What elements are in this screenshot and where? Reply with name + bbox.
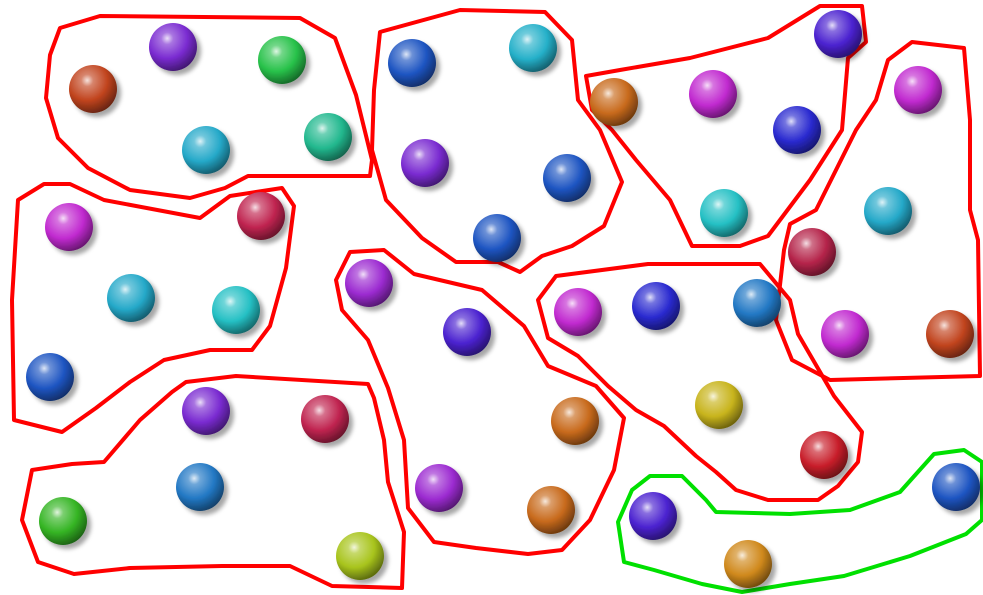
group-7-ball-2 bbox=[632, 282, 680, 330]
group-9-ball-1 bbox=[629, 492, 677, 540]
group-5-ball-2 bbox=[237, 192, 285, 240]
group-4-ball-5 bbox=[926, 310, 974, 358]
group-6-ball-4 bbox=[415, 464, 463, 512]
group-7-ball-4 bbox=[695, 381, 743, 429]
group-5-ball-4 bbox=[212, 286, 260, 334]
group-8-ball-2 bbox=[301, 395, 349, 443]
group-9-ball-3 bbox=[932, 463, 980, 511]
group-1-ball-1 bbox=[69, 65, 117, 113]
group-5-ball-1 bbox=[45, 203, 93, 251]
group-4-ball-4 bbox=[821, 310, 869, 358]
group-8-ball-5 bbox=[336, 532, 384, 580]
group-7-ball-1 bbox=[554, 288, 602, 336]
group-1-ball-4 bbox=[182, 126, 230, 174]
group-6-ball-1 bbox=[345, 259, 393, 307]
group-1-ball-2 bbox=[149, 23, 197, 71]
group-2-ball-4 bbox=[543, 154, 591, 202]
group-3-ball-3 bbox=[773, 106, 821, 154]
group-2-ball-5 bbox=[473, 214, 521, 262]
group-3-ball-1 bbox=[590, 78, 638, 126]
group-3-ball-4 bbox=[814, 10, 862, 58]
group-2-ball-1 bbox=[388, 39, 436, 87]
group-2-ball-2 bbox=[509, 24, 557, 72]
group-3-ball-5 bbox=[700, 189, 748, 237]
group-1-ball-5 bbox=[304, 113, 352, 161]
group-4-ball-1 bbox=[894, 66, 942, 114]
group-9-ball-2 bbox=[724, 540, 772, 588]
group-8-ball-3 bbox=[176, 463, 224, 511]
group-2-ball-3 bbox=[401, 139, 449, 187]
group-8-ball-4 bbox=[39, 497, 87, 545]
group-3-ball-2 bbox=[689, 70, 737, 118]
group-7-ball-5 bbox=[800, 431, 848, 479]
group-4-ball-2 bbox=[864, 187, 912, 235]
group-6-ball-2 bbox=[443, 308, 491, 356]
group-7-ball-3 bbox=[733, 279, 781, 327]
group-4-ball-3 bbox=[788, 228, 836, 276]
group-1-ball-3 bbox=[258, 36, 306, 84]
group-6-ball-3 bbox=[551, 397, 599, 445]
group-6-ball-5 bbox=[527, 486, 575, 534]
group-5-ball-3 bbox=[107, 274, 155, 322]
group-8-ball-1 bbox=[182, 387, 230, 435]
group-5-ball-5 bbox=[26, 353, 74, 401]
